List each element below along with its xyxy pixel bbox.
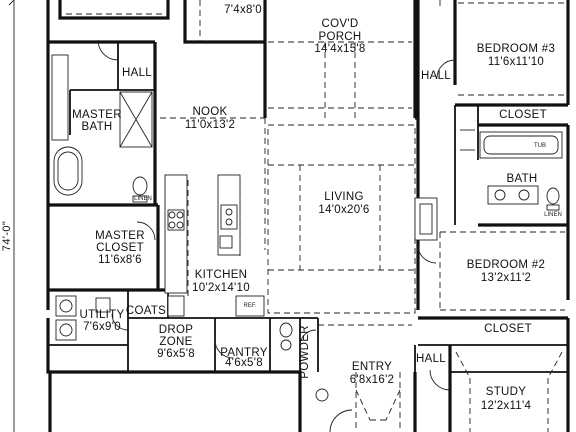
- top-room-dims: 7'4x8'0: [224, 4, 262, 16]
- master-closet-label-line1: MASTER: [95, 230, 145, 242]
- covd-porch-label-line2: PORCH: [318, 31, 361, 43]
- entry-label: ENTRY: [352, 361, 392, 373]
- drop-zone-label-line1: DROP: [159, 324, 193, 336]
- room-labels: 7'4x8'0 COV'D PORCH 14'4x15'8 BEDROOM #3…: [72, 4, 555, 412]
- closet-bottom-label: CLOSET: [484, 323, 532, 335]
- nook-label: NOOK: [192, 106, 227, 118]
- study-dims: 12'2x11'4: [481, 400, 532, 412]
- bedroom3-label: BEDROOM #3: [477, 43, 555, 55]
- master-closet-dims: 11'6x8'6: [98, 254, 142, 266]
- drop-zone-dims: 9'6x5'8: [157, 348, 195, 360]
- tub-label: TUB: [534, 143, 546, 149]
- coats-label: COATS: [126, 305, 166, 317]
- linen-label-left: LINEN: [134, 196, 152, 202]
- kitchen-dims: 10'2x14'10: [192, 282, 250, 294]
- master-bath-label-line1: MASTER: [72, 109, 122, 121]
- bedroom2-label: BEDROOM #2: [467, 259, 545, 271]
- pantry-label: PANTRY: [220, 347, 267, 359]
- bath-label: BATH: [506, 173, 537, 185]
- entry-dims: 6'8x16'2: [350, 374, 395, 386]
- utility-dims: 7'6x9'0: [83, 321, 121, 333]
- linen-label-right: LINEN: [544, 212, 562, 218]
- covd-porch-dims: 14'4x15'8: [314, 43, 365, 55]
- master-bath-label-line2: BATH: [81, 121, 112, 133]
- powder-label: POWDER: [299, 325, 311, 379]
- utility-label: UTILITY: [80, 309, 125, 321]
- door-swings: [97, 39, 456, 432]
- fixtures: LINEN REF. TUB: [51, 54, 563, 402]
- pantry-dims: 4'6x5'8: [225, 357, 263, 369]
- study-label: STUDY: [486, 386, 527, 398]
- overall-dimension-label: 74'-0": [1, 221, 13, 251]
- drop-zone-label-line2: ZONE: [159, 336, 192, 348]
- closet-top-label: CLOSET: [499, 109, 547, 121]
- overall-dimension-line: [8, 0, 15, 432]
- bedroom2-dims: 13'2x11'2: [481, 272, 531, 284]
- hall-right-label: HALL: [421, 70, 451, 82]
- ref-label: REF.: [243, 303, 256, 309]
- master-closet-label-line2: CLOSET: [96, 242, 144, 254]
- nook-dims: 11'0x13'2: [185, 119, 235, 131]
- dashed-lines: [66, 0, 565, 432]
- living-label: LIVING: [324, 191, 364, 203]
- bedroom3-dims: 11'6x11'10: [488, 56, 544, 68]
- kitchen-label: KITCHEN: [195, 269, 248, 281]
- covd-porch-label-line1: COV'D: [322, 18, 359, 30]
- hall-left-label: HALL: [122, 67, 152, 79]
- living-dims: 14'0x20'6: [318, 204, 369, 216]
- hall-bottom-label: HALL: [416, 353, 446, 365]
